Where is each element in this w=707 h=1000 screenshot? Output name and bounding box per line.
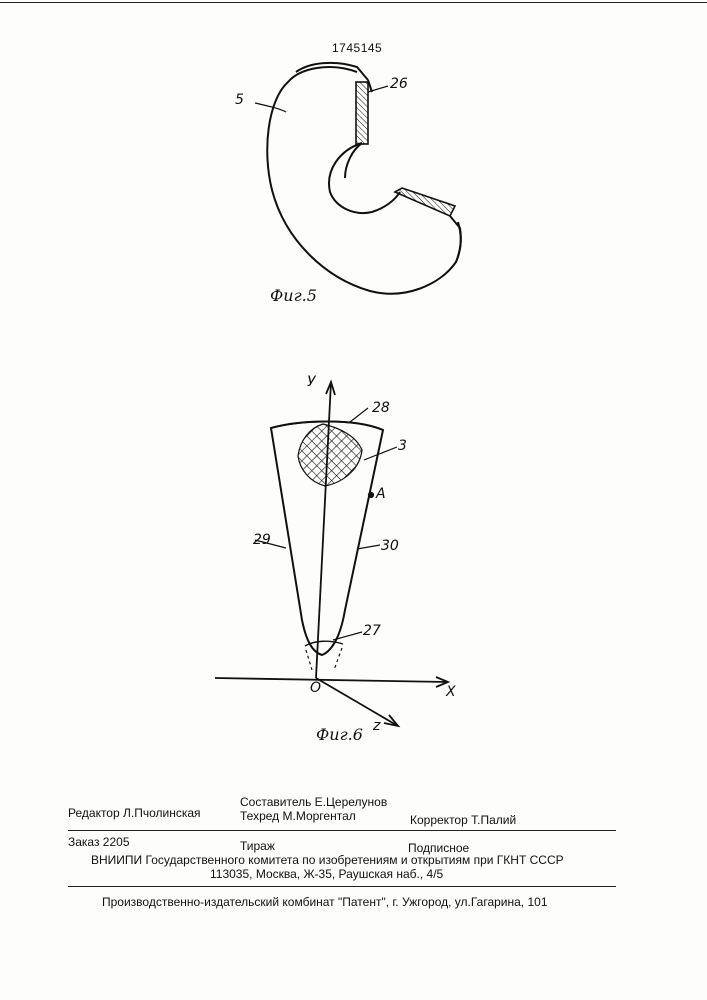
fig5-section-bottom <box>395 188 455 216</box>
origin-label: O <box>310 680 321 696</box>
editor-line: Редактор Л.Пчолинская <box>68 806 201 820</box>
techred-line: Техред М.Моргентал <box>240 809 356 823</box>
figure-6-caption: Фиг.6 <box>316 725 363 744</box>
imprint-rule-1 <box>68 830 616 831</box>
axis-z-label: z <box>373 718 380 734</box>
label-part-28: 28 <box>372 400 390 416</box>
compiler-line: Составитель Е.Церелунов <box>240 795 387 809</box>
label-part-29: 29 <box>253 532 271 548</box>
leader-3 <box>364 447 397 460</box>
fig5-rim-right <box>368 80 461 262</box>
figure-5-caption: Фиг.5 <box>270 286 317 305</box>
label-part-26: 26 <box>390 76 408 92</box>
leader-30 <box>357 545 380 549</box>
axis-z-arrow <box>384 715 398 726</box>
axis-x <box>215 678 448 682</box>
axis-z <box>316 678 398 726</box>
fig5-inner-cut <box>329 143 400 213</box>
imprint-rule-2 <box>68 886 616 887</box>
axis-x-label: X <box>446 684 456 700</box>
figure-6-drawing <box>215 382 448 726</box>
fig5-leader-5 <box>255 103 286 112</box>
axis-y-label: У <box>307 374 316 390</box>
label-point-a: A <box>376 486 386 502</box>
fig5-section-top <box>356 82 368 144</box>
label-part-3: 3 <box>398 438 407 454</box>
corrector-line: Корректор Т.Палий <box>410 813 516 827</box>
leader-28 <box>350 408 368 422</box>
point-a-dot <box>369 493 373 497</box>
label-part-27: 27 <box>363 623 381 639</box>
circulation-line: Тираж <box>240 839 275 853</box>
crosshatch-area <box>298 424 362 486</box>
label-part-5: 5 <box>235 92 244 108</box>
address-line: 113035, Москва, Ж-35, Раушская наб., 4/5 <box>210 867 443 881</box>
publisher-line: Производственно-издательский комбинат "П… <box>102 895 548 909</box>
fig5-inner-edge <box>345 143 362 178</box>
arc-27-dashed <box>306 648 342 670</box>
figure-5-drawing <box>255 63 461 294</box>
vniipi-line: ВНИИПИ Государственного комитета по изоб… <box>91 853 564 867</box>
label-part-30: 30 <box>381 538 399 554</box>
order-line: Заказ 2205 <box>68 835 130 849</box>
